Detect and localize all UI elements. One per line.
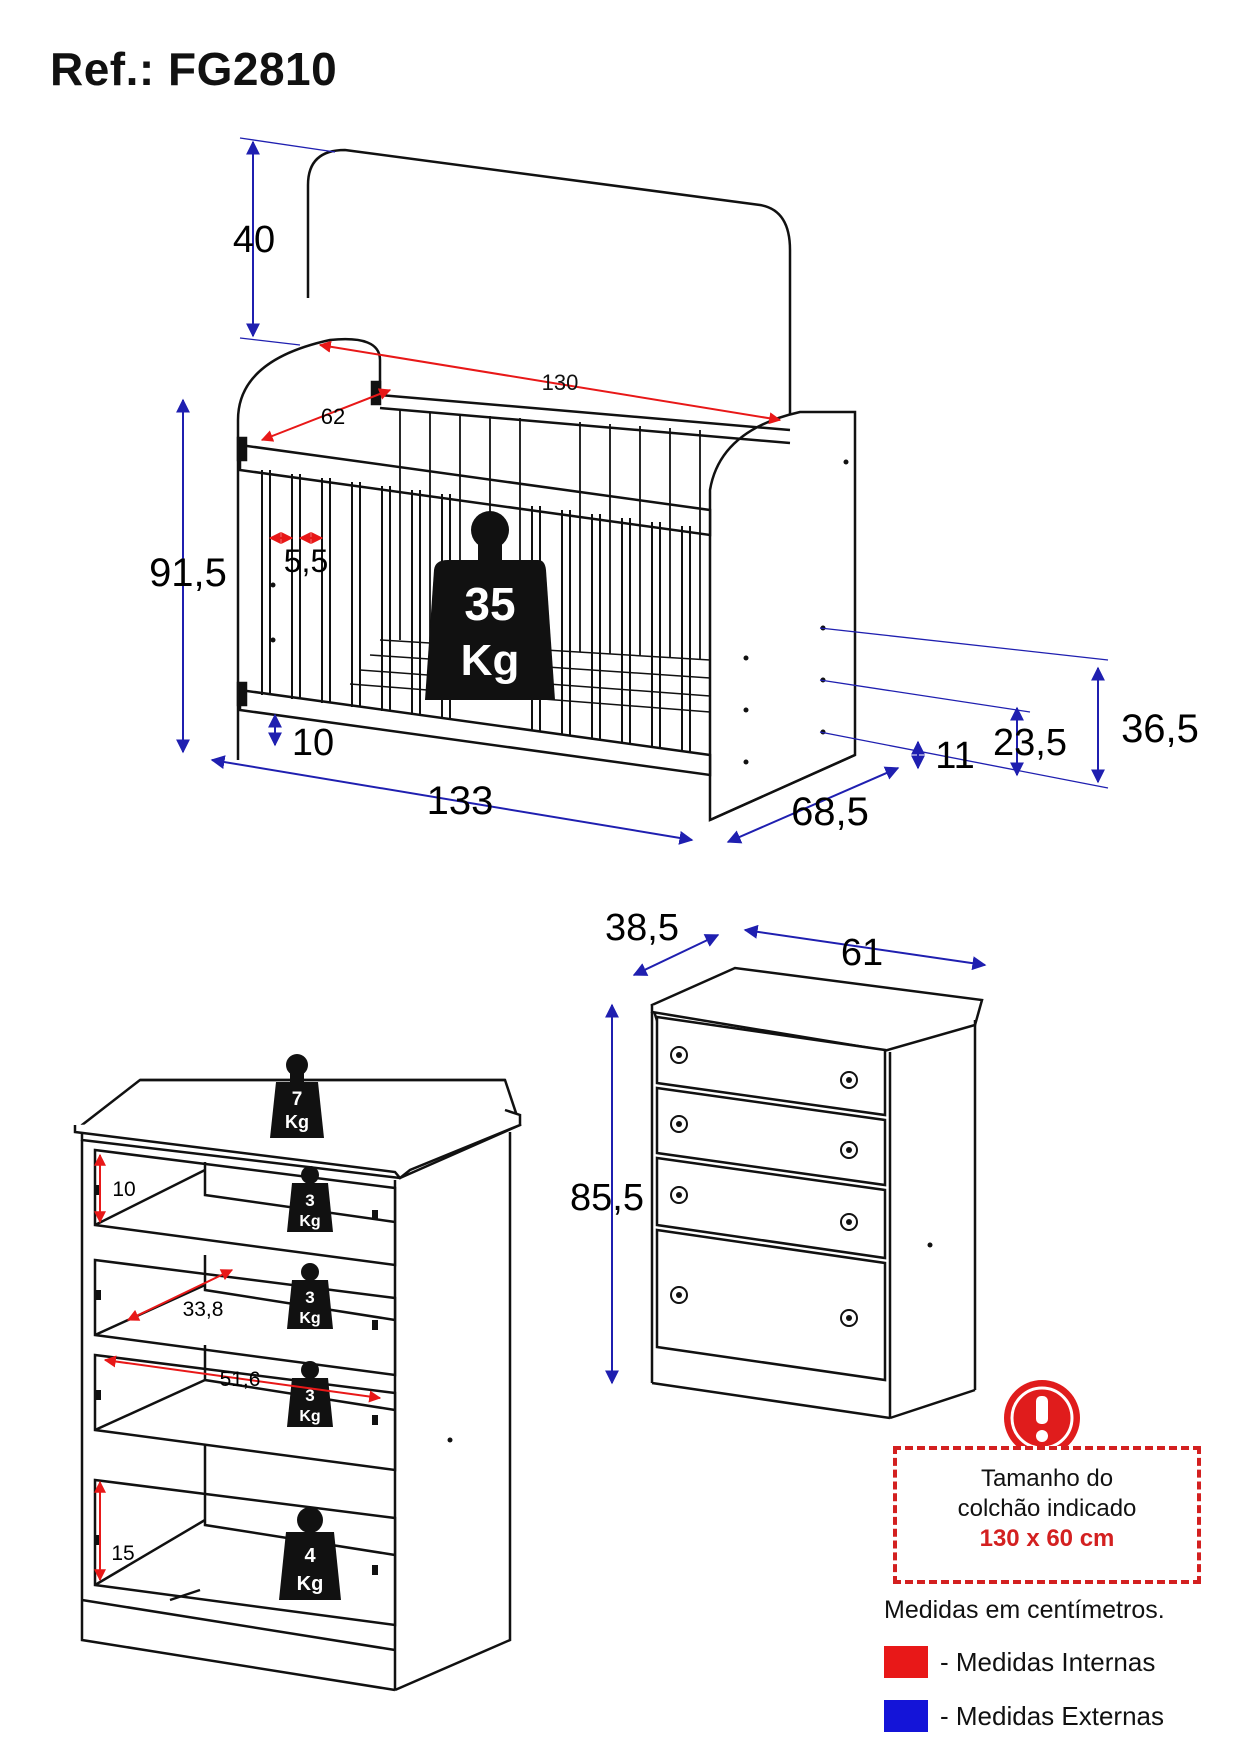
legend-internal-label: - Medidas Internas [940, 1646, 1156, 1677]
dim-headboard-height: 40 [233, 219, 275, 261]
drawer-2-weight-tag: 3 Kg [287, 1263, 333, 1329]
svg-text:3: 3 [305, 1288, 314, 1307]
svg-text:7: 7 [292, 1089, 303, 1110]
dim-mattress-height-low: 11 [935, 735, 974, 777]
dresser-closed-drawing [650, 966, 984, 1420]
dim-crib-length: 133 [427, 779, 494, 823]
crib-drawing [236, 148, 857, 822]
svg-text:Kg: Kg [299, 1310, 320, 1327]
notice-line-2: colchão indicado [957, 1495, 1137, 1522]
warning-icon [1004, 1380, 1080, 1456]
crib-weight-unit: Kg [461, 636, 520, 685]
legend-internal: - Medidas Internas [884, 1644, 1155, 1680]
drawer-4-weight-tag: 4 Kg [279, 1507, 341, 1600]
dim-dresser-depth: 38,5 [605, 907, 679, 949]
svg-text:Kg: Kg [285, 1112, 309, 1132]
svg-text:4: 4 [304, 1545, 316, 1567]
dim-bottom-clearance: 10 [292, 722, 334, 764]
dim-drawer-inner-width: 51,6 [220, 1368, 261, 1391]
svg-text:Kg: Kg [297, 1573, 324, 1595]
dim-slat-gap: 5,5 [284, 543, 328, 579]
units-note: Medidas em centímetros. [884, 1596, 1165, 1624]
drawer-3-weight-tag: 3 Kg [287, 1361, 333, 1427]
dresser-external-dims [605, 924, 987, 1385]
dim-drawer-inner-depth: 33,8 [183, 1298, 224, 1321]
notice-size: 130 x 60 cm [979, 1525, 1115, 1552]
mattress-notice: Tamanho do colchão indicado 130 x 60 cm [893, 1446, 1201, 1584]
crib-internal-dims [260, 340, 782, 544]
crib-weight-number: 35 [464, 578, 515, 630]
svg-text:3: 3 [305, 1191, 314, 1210]
crib-weight-tag: 35 Kg [425, 511, 555, 700]
dim-inner-length: 130 [542, 370, 579, 395]
dresser-open-drawing [73, 1078, 522, 1692]
dim-crib-depth: 68,5 [791, 790, 869, 834]
dim-mattress-height-high: 36,5 [1121, 707, 1199, 751]
dresser-top-weight-tag: 7 Kg [270, 1054, 324, 1138]
drawer-1-weight-tag: 3 Kg [287, 1166, 333, 1232]
legend-internal-swatch [884, 1646, 928, 1678]
legend-external-label: - Medidas Externas [940, 1700, 1164, 1731]
legend-external: - Medidas Externas [884, 1698, 1164, 1734]
dim-dresser-width: 61 [841, 932, 883, 974]
dim-drawer-height-small: 10 [112, 1178, 135, 1201]
dresser-internal-dims [94, 1153, 382, 1582]
dim-dresser-height: 85,5 [570, 1177, 644, 1219]
svg-text:Kg: Kg [299, 1213, 320, 1230]
dim-mattress-height-mid: 23,5 [993, 722, 1067, 764]
crib-external-dims [176, 137, 1109, 845]
notice-line-1: Tamanho do [980, 1465, 1114, 1492]
dim-crib-height: 91,5 [149, 551, 227, 595]
legend-external-swatch [884, 1700, 928, 1732]
reference-code: Ref.: FG2810 [50, 43, 338, 95]
svg-text:Kg: Kg [299, 1408, 320, 1425]
dim-drawer-height-large: 15 [111, 1542, 134, 1565]
dim-inner-width: 62 [321, 404, 345, 429]
